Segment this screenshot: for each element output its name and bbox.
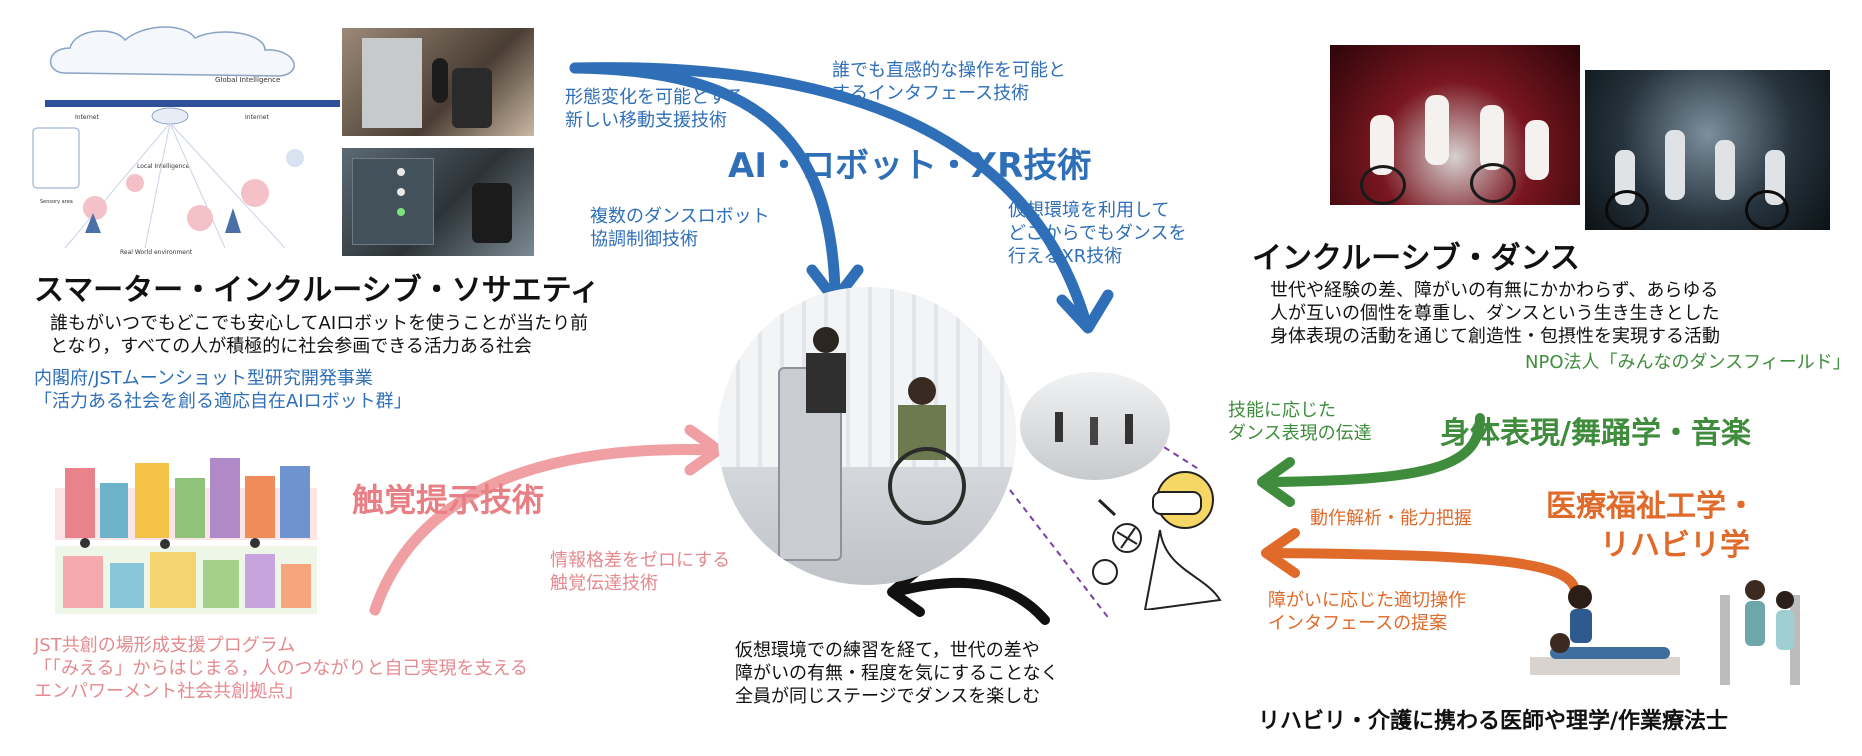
ai-robot-society-illustration: Global Intelligence Internet Internet Lo… [25,18,340,258]
town-illustration [55,448,317,618]
medical-welfare-heading-line1: 医療福祉工学・ [1546,489,1756,524]
mobility-tech-line2: 新しい移動支援技術 [565,110,727,131]
inclusive-dance-title: インクルーシブ・ダンス [1252,241,1580,276]
xr-tech-line1: 仮想環境を利用して [1008,200,1170,221]
dance-desc-line2: 人が互いの個性を尊重し、ダンスという生き生きとした [1270,303,1720,324]
global-intelligence-label: Global Intelligence [215,76,280,84]
body-expression-heading: 身体表現/舞踊学・音楽 [1440,416,1751,451]
motion-analysis-label: 動作解析・能力把握 [1310,508,1472,529]
black-return-arrow [890,577,1050,625]
orange-arrow [1267,548,1580,595]
skill-transfer-line2: ダンス表現の伝達 [1228,423,1372,444]
pink-arrow [369,444,721,616]
wheelchair-dance-photo [718,287,1016,585]
jst-program-line3: エンパワーメント社会共創拠点」 [34,681,304,702]
svg-text:Sensory area: Sensory area [40,199,73,205]
interface-proposal-line1: 障がいに応じた適切操作 [1268,590,1466,611]
npo-org-label: NPO法人「みんなのダンスフィールド」 [1525,352,1851,373]
dance-robot-tech-line1: 複数のダンスロボット [590,206,770,227]
svg-text:Internet: Internet [245,114,269,121]
rehab-professionals-footer: リハビリ・介護に携わる医師や理学/作業療法士 [1258,709,1729,734]
haptic-tech-line2: 触覚伝達技術 [550,573,658,594]
ai-robot-xr-heading: AI・ロボット・XR技術 [728,146,1092,186]
dance-desc-line3: 身体表現の活動を通じて創造性・包摂性を実現する活動 [1270,326,1720,347]
svg-text:Local Intelligence: Local Intelligence [137,163,190,170]
dashed-connector-bottom [1009,489,1111,621]
vr-caption-line3: 全員が同じステージでダンスを楽しむ [735,686,1041,707]
robot-room-photo-2 [342,148,534,256]
xr-tech-line2: どこからでもダンスを [1008,223,1187,244]
society-desc-line2: となり，すべての人が積極的に社会参画できる活力ある社会 [50,336,532,357]
smarter-inclusive-society-title: スマーター・インクルーシブ・ソサエティ [34,273,600,308]
moonshot-program-line2: 「活力ある社会を創る適応自在AIロボット群」 [34,391,412,412]
dance-performance-photo-1 [1330,45,1580,205]
blue-arrow-right [569,62,1091,326]
dance-desc-line1: 世代や経験の差、障がいの有無にかかわらず、あらゆる [1270,280,1719,301]
interface-proposal-line2: インタフェースの提案 [1268,613,1448,634]
real-world-label: Real World environment [120,249,193,256]
vr-caption-line2: 障がいの有無・程度を気にすることなく [735,663,1059,684]
haptic-heading: 触覚提示技術 [352,481,545,519]
vr-caption-line1: 仮想環境での練習を経て，世代の差や [735,640,1040,661]
vr-practice-room-photo [1020,372,1170,480]
society-desc-line1: 誰もがいつでもどこでも安心してAIロボットを使うことが当たり前 [50,313,589,334]
svg-text:Internet: Internet [75,114,99,121]
moonshot-program-line1: 内閣府/JSTムーンショット型研究開発事業 [34,368,373,389]
interface-tech-line1: 誰でも直感的な操作を可能と [832,60,1066,81]
xr-tech-line3: 行えるXR技術 [1008,246,1123,267]
dance-performance-photo-2 [1585,70,1830,230]
medical-welfare-heading-line2: リハビリ学 [1600,528,1750,563]
haptic-tech-line1: 情報格差をゼロにする [550,550,731,571]
vr-headset-person-illustration [1085,460,1235,610]
mobility-tech-line1: 形態変化を可能とする [565,87,745,108]
jst-program-line1: JST共創の場形成支援プログラム [34,635,296,656]
jst-program-line2: 「「みえる」からはじまる，人のつながりと自己実現を支える [34,658,528,679]
robot-room-photo-1 [342,28,534,136]
interface-tech-line2: するインタフェース技術 [832,83,1030,104]
dance-robot-tech-line2: 協調制御技術 [590,229,698,250]
rehabilitation-illustration [1520,575,1840,695]
skill-transfer-line1: 技能に応じた [1228,400,1336,421]
green-arrow [1265,413,1485,487]
